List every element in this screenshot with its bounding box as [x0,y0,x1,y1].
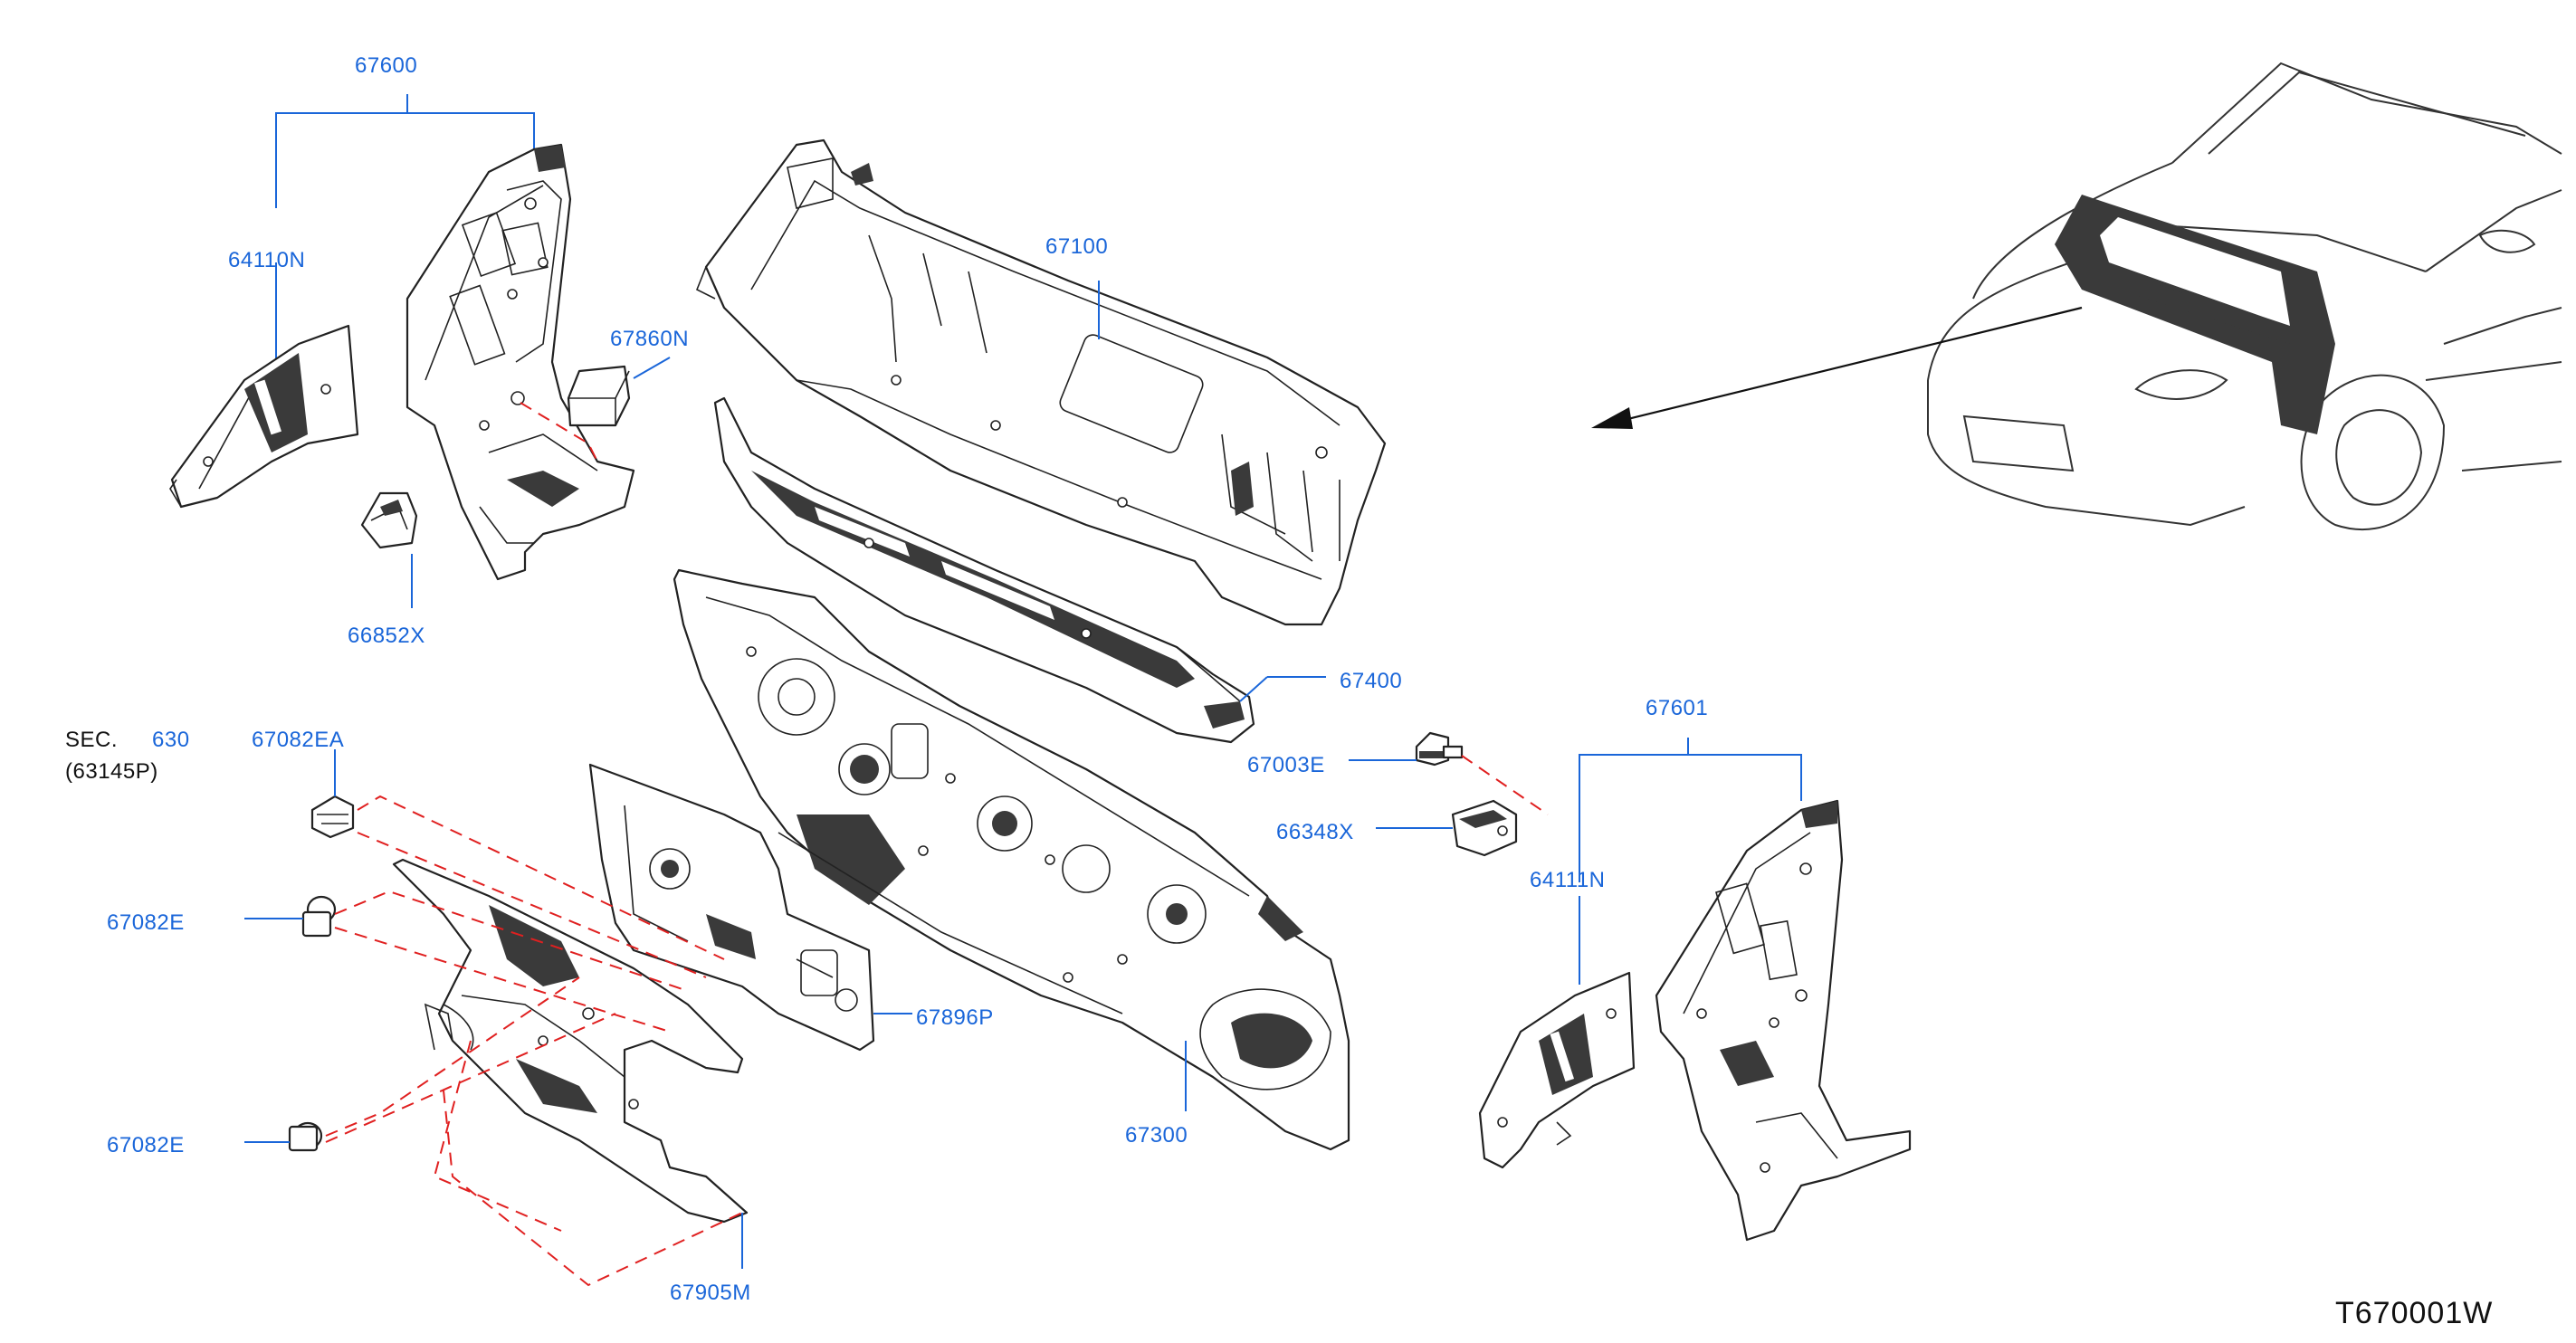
dash-panel-67300 [673,568,1350,1151]
cross-member-67400 [713,396,1326,744]
callout-67082E-lower: 67082E [107,1133,185,1157]
clip-67082E-upper [244,895,337,938]
callout-67860N: 67860N [610,327,689,351]
callout-67100: 67100 [1045,234,1108,259]
callout-67003E: 67003E [1247,753,1325,777]
diagram-code: T670001W [2335,1296,2493,1330]
callout-67601: 67601 [1646,696,1708,720]
left-side-assembly [169,94,671,608]
clip-67082EA [310,749,355,839]
callout-66852X: 66852X [348,624,425,648]
upper-cowl-67100 [695,138,1387,626]
vehicle-outline [1591,62,2562,530]
dashed-leaders-left [325,795,743,1287]
insulator-67896P [588,763,912,1052]
callout-labels: 67600 64110N 67860N 66852X 67100 67400 6… [65,53,2493,1330]
insulator-67905M [392,858,749,1269]
callout-67300: 67300 [1125,1123,1188,1148]
callout-67905M: 67905M [670,1281,751,1305]
sec-sub-ref: (63145P) [65,759,158,784]
vehicle-cowl-highlight [2055,195,2335,434]
callout-67082EA: 67082EA [252,728,344,752]
sec-prefix: SEC. [65,728,118,752]
sec-number: 630 [152,728,190,752]
callout-67082E-upper: 67082E [107,910,185,935]
callout-64111N: 64111N [1530,868,1606,892]
callout-66348X: 66348X [1276,820,1354,844]
pointer-arrow-head [1591,407,1633,429]
callout-67600: 67600 [355,53,417,78]
callout-67400: 67400 [1340,669,1402,693]
callout-67896P: 67896P [916,1005,994,1030]
pointer-arrow-line [1601,306,2083,427]
right-side-assembly [1349,731,1912,1242]
clip-67082E-lower [244,1121,323,1152]
callout-64110N: 64110N [228,248,305,272]
